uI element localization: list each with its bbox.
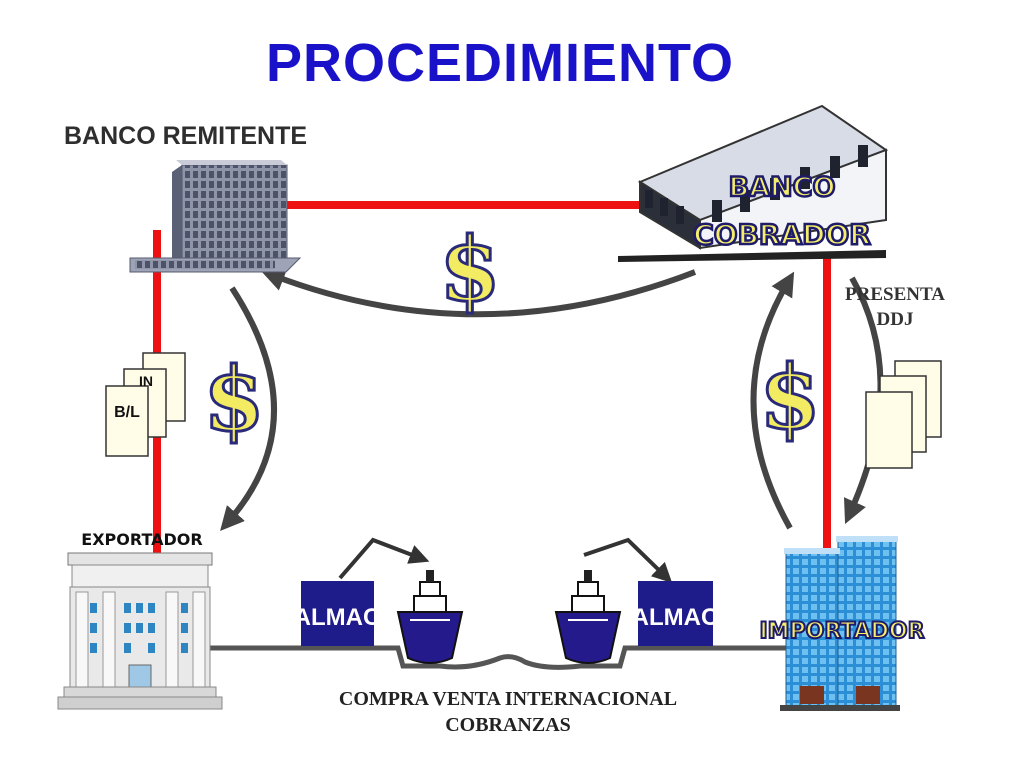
- right-warehouse-arrow-icon: [583, 537, 673, 583]
- ship-left-icon: [396, 570, 464, 664]
- footer-line2: COBRANZAS: [445, 714, 571, 736]
- shipping-route-line: [210, 645, 790, 670]
- dollar-right-icon: $: [759, 345, 820, 449]
- dollar-left-icon: $: [203, 347, 264, 451]
- footer-line1: COMPRA VENTA INTERNACIONAL: [338, 688, 678, 710]
- importer-building-icon: [780, 536, 900, 711]
- dollar-top-icon: $: [439, 217, 500, 321]
- collecting-bank-label-line2: COBRADOR: [693, 218, 871, 251]
- document-bl-label: B/L: [114, 404, 140, 421]
- collecting-bank-label: BANCO COBRADOR: [692, 171, 872, 253]
- document-in-label: IN: [139, 373, 153, 389]
- presenta-line1: PRESENTA: [845, 284, 945, 305]
- sending-bank-label: BANCO REMITENTE: [64, 122, 308, 150]
- ship-right-icon: [554, 570, 622, 664]
- exporter-building-icon: [57, 552, 223, 710]
- sending-bank-building-icon: [129, 160, 302, 273]
- importer-label: IMPORTADOR: [759, 619, 924, 644]
- payment-arrow-top: [260, 268, 697, 318]
- left-warehouse-arrow-icon: [338, 537, 430, 580]
- documents-left-icon: [105, 352, 186, 457]
- warehouse-left-icon: [301, 581, 374, 646]
- footer-caption: COMPRA VENTA INTERNACIONAL COBRANZAS: [280, 686, 736, 738]
- collecting-bank-building-icon: [618, 104, 889, 262]
- warehouse-ship-arrows: [338, 537, 673, 583]
- warehouse-right-label: ALMAC: [632, 604, 719, 631]
- payment-arrow-right: [750, 271, 795, 530]
- warehouse-left-label: ALMAC: [294, 604, 381, 631]
- documents-right-icon: [865, 360, 942, 469]
- presenta-line2: DDJ: [876, 309, 914, 330]
- page-title: PROCEDIMIENTO: [265, 33, 735, 93]
- presenta-ddj-label: PRESENTA DDJ: [820, 282, 970, 332]
- payment-arrow-left: [220, 286, 277, 532]
- exporter-label: EXPORTADOR: [81, 530, 202, 549]
- warehouse-right-icon: [638, 581, 713, 646]
- currency-symbols: $ $ $: [202, 216, 822, 453]
- collecting-bank-label-line1: BANCO: [729, 172, 836, 203]
